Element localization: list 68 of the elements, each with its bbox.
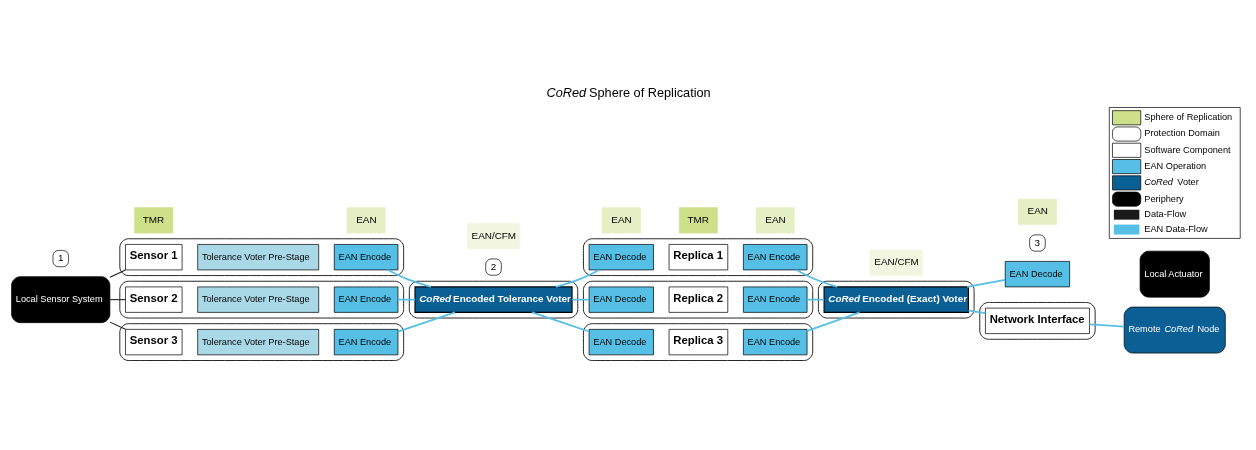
node-box: CoRed Encoded Tolerance Voter	[414, 285, 573, 313]
label: 2	[490, 260, 497, 272]
connector	[967, 309, 987, 314]
node-box: EAN Encode	[743, 243, 808, 270]
node-box: Tolerance Voter Pre-Stage	[197, 328, 320, 355]
legend-label: Periphery	[1144, 193, 1184, 204]
cluster	[583, 280, 814, 318]
connector	[571, 298, 590, 301]
connector	[109, 268, 126, 278]
connector	[531, 311, 590, 332]
legend-label: EAN Operation	[1144, 160, 1207, 171]
connector	[806, 311, 861, 332]
legend-label: EAN Data-Flow	[1144, 223, 1208, 234]
cluster	[817, 280, 975, 318]
node-box: Replica 1	[668, 243, 729, 270]
node-box: Sensor 2	[125, 286, 183, 313]
node-box: EAN Decode	[588, 243, 654, 270]
cluster	[119, 280, 405, 318]
cluster	[408, 280, 579, 318]
node-box: EAN Encode	[333, 328, 399, 355]
legend-label: Software Component	[1144, 144, 1231, 155]
node-box: CoRed Encoded (Exact) Voter	[823, 285, 969, 313]
node-box: EAN Encode	[333, 286, 399, 313]
connector	[1088, 322, 1125, 328]
node-box: Replica 3	[668, 328, 729, 355]
cluster	[583, 322, 814, 361]
connector	[397, 311, 456, 332]
node-box: Remote CoRed Node	[1123, 306, 1226, 353]
node-box: EAN Encode	[743, 328, 808, 355]
cluster	[583, 237, 814, 276]
label: EAN/CFM	[874, 255, 919, 267]
node-box: Tolerance Voter Pre-Stage	[197, 243, 320, 270]
label: TMR	[142, 213, 165, 225]
node-box: Network Interface	[985, 307, 1090, 334]
node-box: Sensor 1	[125, 243, 183, 270]
label: EAN	[1027, 204, 1048, 216]
connector	[795, 268, 838, 288]
label: EAN	[356, 213, 377, 225]
legend-label: Sphere of Replication	[1144, 111, 1233, 122]
label: 1	[57, 251, 64, 263]
cluster	[119, 237, 405, 276]
legend-label: Data-Flow	[1144, 208, 1187, 219]
connector	[806, 298, 825, 301]
node-box: EAN Decode	[588, 286, 654, 313]
node-box: Tolerance Voter Pre-Stage	[197, 286, 320, 313]
diagram-title: CoRed Sphere of Replication	[546, 84, 711, 100]
label: 3	[1034, 236, 1041, 248]
node-box: Local Sensor System	[11, 275, 111, 323]
label: TMR	[687, 213, 709, 225]
connector	[109, 321, 126, 330]
node-box: EAN Encode	[333, 243, 399, 270]
node-box: Sensor 3	[125, 328, 183, 355]
node-box: EAN Decode	[1004, 260, 1070, 287]
connector	[387, 268, 432, 288]
legend-label: CoRed Voter	[1144, 176, 1199, 187]
legend-label: Protection Domain	[1144, 127, 1220, 138]
node-box: Replica 2	[668, 286, 729, 313]
node-box: EAN Encode	[743, 286, 808, 313]
node-box: EAN Decode	[588, 328, 654, 355]
connector	[966, 278, 1006, 288]
connector	[555, 268, 600, 288]
label: EAN	[765, 213, 786, 225]
node-box: Local Actuator	[1139, 250, 1210, 297]
cluster	[979, 301, 1096, 340]
label: EAN/CFM	[471, 229, 517, 241]
cluster	[119, 322, 405, 361]
connector	[397, 298, 416, 301]
label: EAN	[611, 213, 632, 225]
